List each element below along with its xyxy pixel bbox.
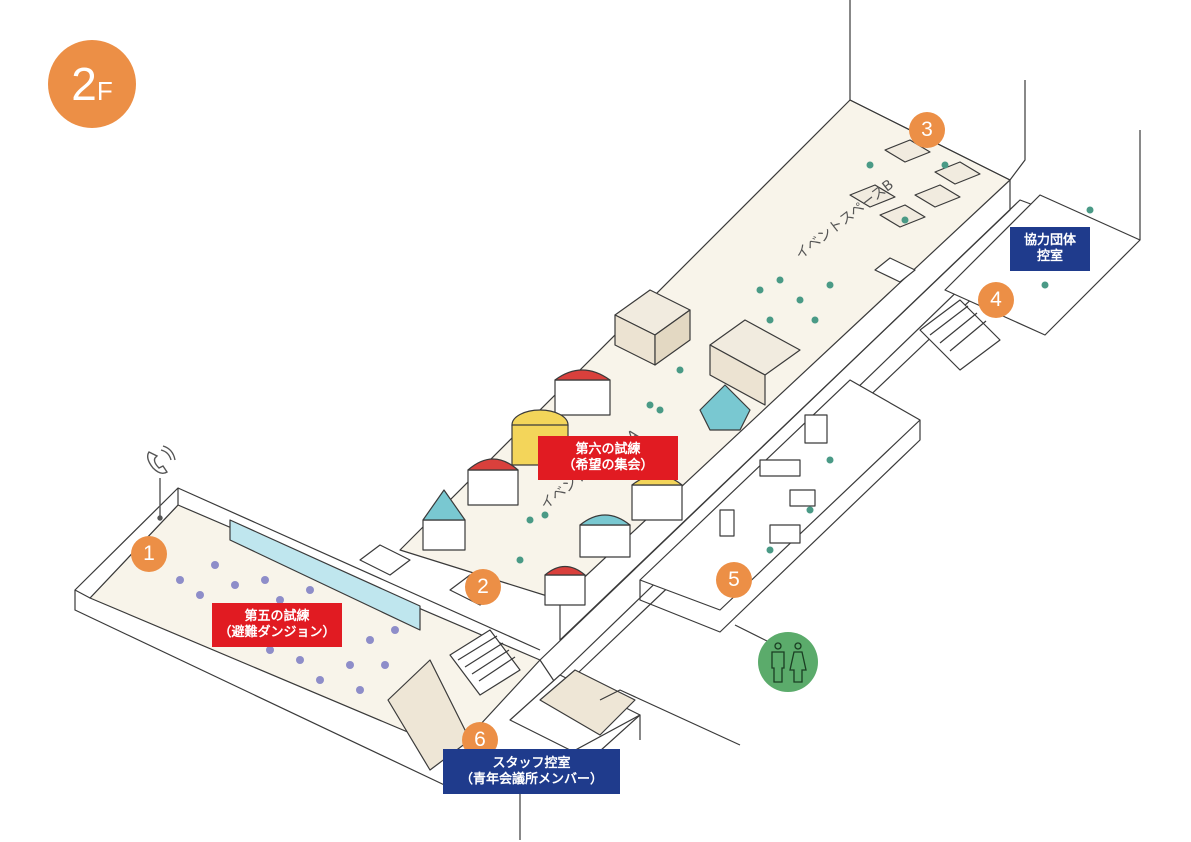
label-trial-6-line1: 第六の試練 [575, 442, 641, 457]
pin-5[interactable]: 5 [716, 562, 752, 598]
label-partner-room-line2: 控室 [1036, 249, 1063, 264]
crowd-event [516, 161, 1094, 564]
label-trial-5[interactable]: 第五の試練 （避難ダンジョン） [212, 603, 342, 647]
pin-1-number: 1 [143, 542, 155, 565]
label-trial-5-line2: （避難ダンジョン） [218, 625, 336, 640]
floor-number: 2 [71, 58, 97, 110]
pin-4-number: 4 [990, 288, 1002, 311]
label-staff-room[interactable]: スタッフ控室 （青年会議所メンバー） [443, 749, 620, 794]
label-partner-room[interactable]: 協力団体 控室 [1010, 227, 1090, 271]
restroom-icon [758, 632, 818, 692]
label-trial-6[interactable]: 第六の試練 （希望の集会） [538, 436, 678, 480]
room-5-area [639, 379, 921, 633]
label-trial-6-line2: （希望の集会） [562, 458, 654, 473]
label-staff-room-line2: （青年会議所メンバー） [459, 771, 603, 787]
pin-3-number: 3 [921, 118, 933, 141]
stage-boxes [614, 289, 801, 406]
pin-2[interactable]: 2 [465, 569, 501, 605]
room-6-area [509, 669, 741, 840]
pin-2-number: 2 [477, 575, 489, 598]
label-partner-room-line1: 協力団体 [1023, 233, 1076, 248]
floor-badge: 2 F [48, 40, 136, 128]
phone-icon [146, 445, 176, 521]
label-staff-room-line1: スタッフ控室 [492, 755, 571, 771]
pin-5-number: 5 [728, 568, 740, 591]
stairs-1 [449, 629, 521, 696]
pin-4[interactable]: 4 [978, 282, 1014, 318]
pin-1[interactable]: 1 [131, 536, 167, 572]
pin-6-number: 6 [474, 728, 486, 751]
floor-suffix: F [96, 75, 113, 106]
pin-3[interactable]: 3 [909, 112, 945, 148]
label-trial-5-line1: 第五の試練 [244, 609, 310, 624]
